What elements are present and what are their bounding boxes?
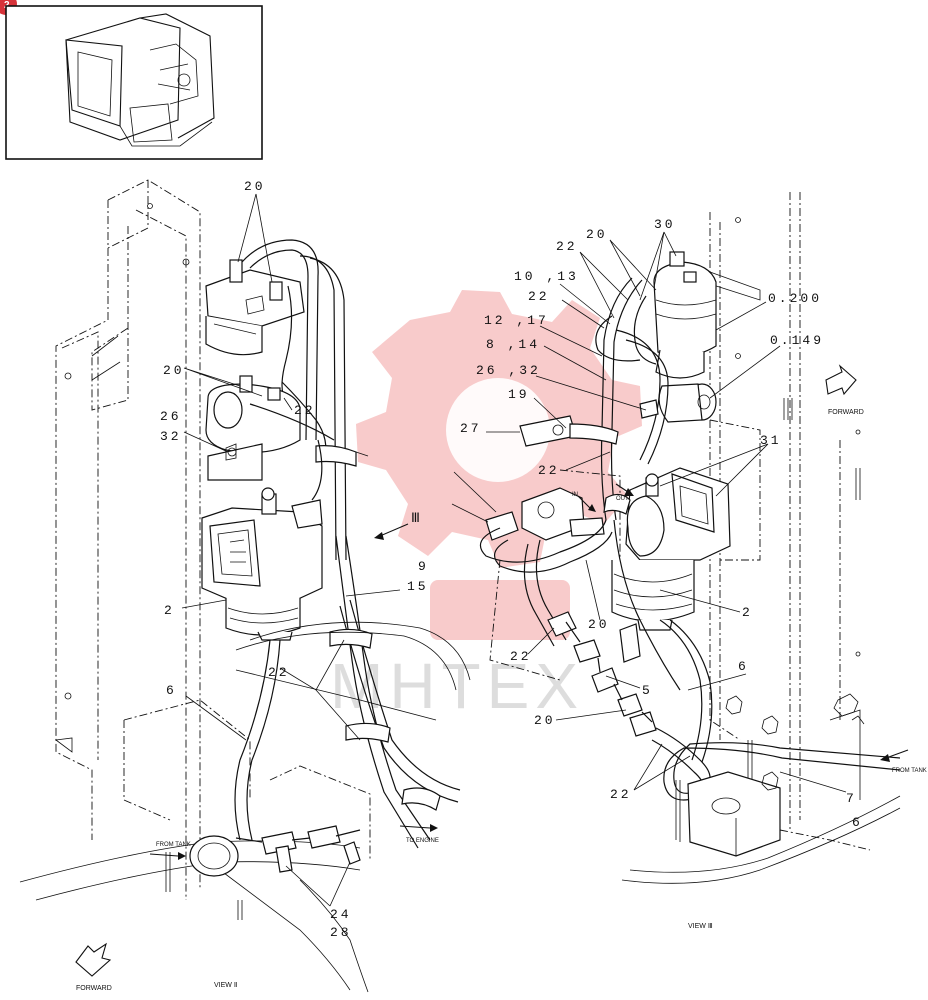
callout-22-c: 22 xyxy=(538,463,560,478)
view-arrow-marker: Ⅲ xyxy=(411,511,423,526)
callout-0-200: 0.200 xyxy=(768,291,822,306)
callout-24: 24 xyxy=(330,907,352,922)
out-label: OUT xyxy=(616,496,629,502)
left-callouts: 20 20 22 26 32 9 15 2 22 6 24 28 Ⅲ FROM … xyxy=(156,179,439,940)
right-callouts: 30 22 20 10 ,13 22 0.200 12 ,17 0.149 8 … xyxy=(460,217,927,830)
callout-32: 32 xyxy=(160,429,182,444)
callout-2: 2 xyxy=(164,603,175,618)
right-leaders xyxy=(451,231,847,793)
from-tank-right-label: FROM TANK xyxy=(892,768,927,774)
callout-22-e: 22 xyxy=(610,787,632,802)
callout-9: 9 xyxy=(418,559,429,574)
callout-7: 7 xyxy=(846,791,857,806)
view-right-caption: VIEW Ⅲ xyxy=(688,923,713,930)
callout-15: 15 xyxy=(407,579,429,594)
callout-22-b: 22 xyxy=(528,289,550,304)
callout-28: 28 xyxy=(330,925,352,940)
callout-22-d: 22 xyxy=(510,649,532,664)
callout-20-b: 20 xyxy=(588,617,610,632)
forward-arrow-left: FORWARD xyxy=(75,942,112,992)
to-engine-label: TO ENGINE xyxy=(406,838,439,844)
callout-26: 26 xyxy=(160,409,182,424)
from-tank-left-label: FROM TANK xyxy=(156,842,191,848)
forward-left-label: FORWARD xyxy=(76,985,112,992)
callout-22-mid: 22 xyxy=(294,403,316,418)
machine-thumbnail xyxy=(5,5,263,160)
callout-30: 30 xyxy=(654,217,676,232)
callout-2-right: 2 xyxy=(742,605,753,620)
callout-5: 5 xyxy=(642,683,653,698)
view-left-caption: VIEW Ⅱ xyxy=(214,982,237,989)
right-view xyxy=(479,192,909,884)
callout-6-b: 6 xyxy=(852,815,863,830)
callout-20-mid: 20 xyxy=(163,363,185,378)
callout-10-13: 10 ,13 xyxy=(514,269,579,284)
callout-20-c: 20 xyxy=(534,713,556,728)
callout-8-14: 8 ,14 xyxy=(486,337,540,352)
callout-20-top: 20 xyxy=(244,179,266,194)
callout-27: 27 xyxy=(460,421,482,436)
forward-arrow-right: FORWARD xyxy=(825,364,864,416)
left-view xyxy=(19,179,471,993)
callout-26-32: 26 ,32 xyxy=(476,363,541,378)
callout-22-low: 22 xyxy=(268,665,290,680)
callout-31: 31 xyxy=(760,433,782,448)
left-leaders xyxy=(181,193,401,907)
callout-12-17: 12 ,17 xyxy=(484,313,549,328)
callout-19: 19 xyxy=(508,387,530,402)
callout-0-149: 0.149 xyxy=(770,333,824,348)
callout-6-right: 6 xyxy=(738,659,749,674)
forward-right-label: FORWARD xyxy=(828,409,864,416)
in-label: IN xyxy=(572,492,578,498)
callout-6: 6 xyxy=(166,683,177,698)
callout-20-a: 20 xyxy=(586,227,608,242)
callout-22-a: 22 xyxy=(556,239,578,254)
